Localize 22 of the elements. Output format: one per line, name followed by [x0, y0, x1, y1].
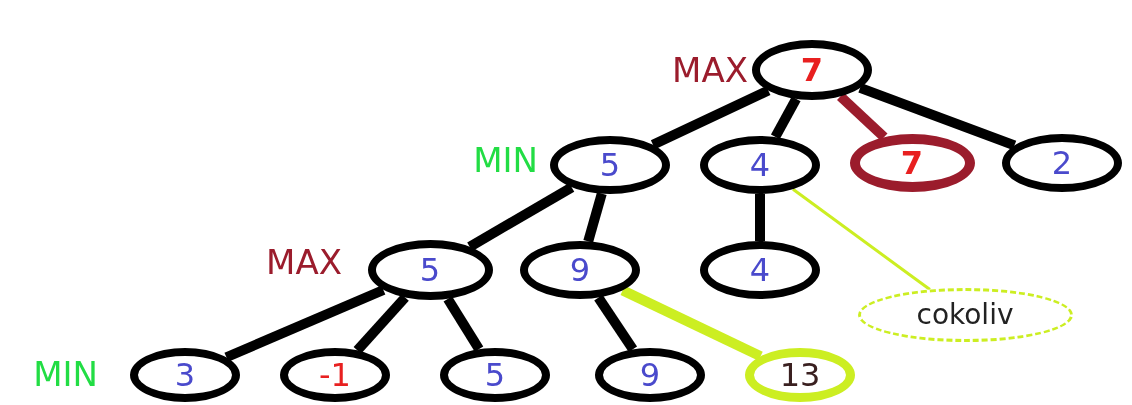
level-label: MAX — [672, 53, 748, 87]
node-value: 5 — [419, 254, 441, 286]
node-value: 4 — [749, 149, 771, 181]
node-value: 2 — [1051, 147, 1073, 179]
node-value: 13 — [779, 359, 821, 391]
level-label: MAX — [266, 245, 342, 279]
node-value: 9 — [639, 359, 661, 391]
node-value: cokoliv — [916, 301, 1014, 329]
tree-edge — [583, 192, 607, 243]
node-value: 5 — [484, 359, 506, 391]
node-value: 9 — [569, 254, 591, 286]
node-value: 7 — [800, 54, 824, 86]
node-value: 7 — [900, 147, 924, 179]
node-value: 3 — [174, 359, 196, 391]
level-label: MIN — [33, 357, 98, 391]
node-value: -1 — [319, 359, 351, 391]
node-value: 5 — [599, 149, 621, 181]
tree-node — [1002, 134, 1122, 192]
level-label: MIN — [473, 143, 538, 177]
tree-edge — [755, 194, 765, 241]
tree-edge — [858, 83, 1017, 150]
node-value: 4 — [749, 254, 771, 286]
